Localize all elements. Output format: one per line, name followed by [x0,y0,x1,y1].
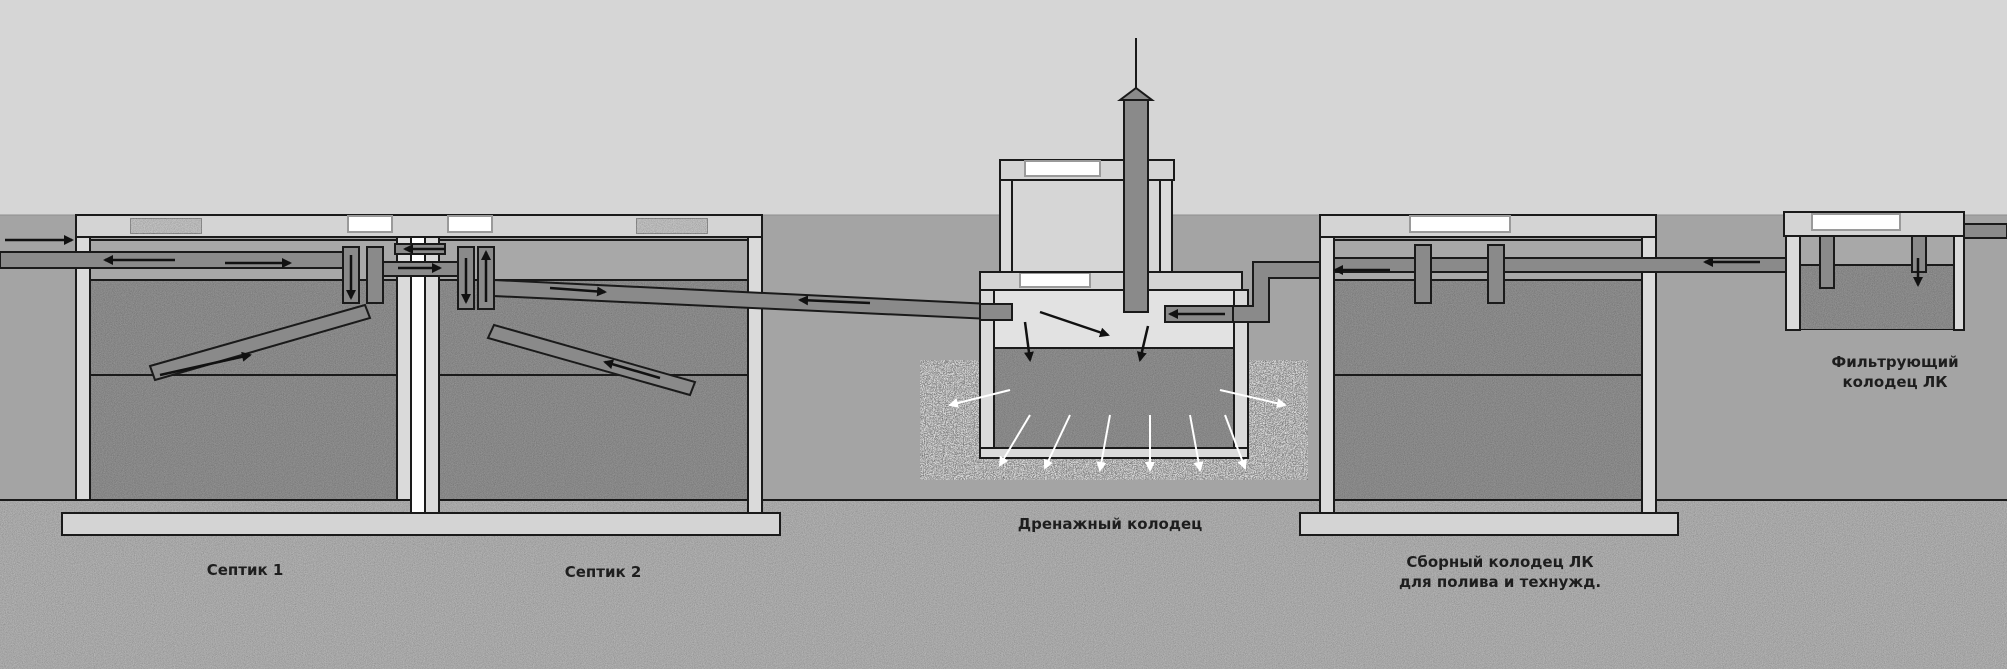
septic1-tee-b [366,246,384,304]
septic2-fill [438,279,749,501]
septic1-hatch-right [347,215,393,233]
label-collector-well-line1: Сборный колодец ЛК [1406,553,1594,571]
drain-vent-pipe [1123,99,1149,313]
drain-bottom-ring [979,447,1249,459]
label-septic-2: Септик 2 [564,563,642,581]
flow-arrows-septics [5,235,871,380]
collector-inlet-pipe [1333,257,1795,273]
collector-tee-a [1414,244,1432,304]
drainage-well [919,38,1309,481]
flow-arrows-drain [1023,309,1225,362]
drain-shaft-wall-left [999,179,1013,273]
collector-wall-right [1641,236,1657,514]
filter-wall-left [1785,235,1801,331]
septic1-wall-left [75,236,91,501]
collector-tee-b [1487,244,1505,304]
collector-well [1299,214,1795,536]
drain-cover-hatch [1019,272,1091,288]
drain-shaft-hatch [1024,160,1101,177]
septic1-hatch-left [129,217,203,235]
label-septic-1: Септик 1 [206,561,284,579]
septic-partition [410,236,440,514]
drain-vent-cap [1117,86,1155,101]
filter-inlet-pipe [1963,223,2007,239]
filter-tee-a [1819,235,1835,289]
septic2-hatch-left [447,215,493,233]
label-filter-well-line2: колодец ЛК [1842,373,1948,391]
drain-shaft-wall-right [1159,179,1173,273]
collector-fill [1333,279,1643,501]
collector-base [1299,512,1679,536]
filter-hatch [1811,213,1901,231]
filter-wall-right [1953,235,1965,331]
filter-well [1783,211,2007,331]
septic-tank-2 [438,215,763,514]
septic2-hatch-right [635,217,709,235]
collector-hatch [1409,215,1511,233]
drain-inner-fill [993,347,1235,449]
collector-wall-left [1319,236,1335,514]
septic1-sloped-pipe [148,303,372,382]
septic2-sloped-pipe [486,323,697,397]
septic1-base [61,512,781,536]
label-filter-well-line1: Фильтрующий [1831,353,1959,371]
flow-arrows-right [1333,257,1923,287]
drain-inlet-left [979,303,1013,321]
seepage-arrows [948,389,1287,472]
label-collector-well-line2: для полива и технужд. [1398,573,1602,591]
label-drainage-well: Дренажный колодец [1017,515,1203,533]
septic2-wall-right [747,236,763,514]
